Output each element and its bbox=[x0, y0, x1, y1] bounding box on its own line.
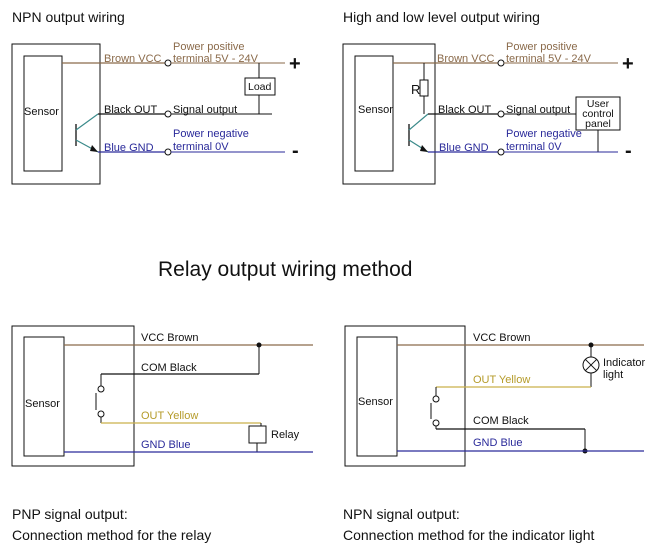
vcc-terminal bbox=[497, 59, 505, 67]
sensor-label: Sensor bbox=[358, 396, 393, 408]
signal-output-label: Signal output bbox=[506, 104, 570, 116]
lamp-cross-b bbox=[584, 358, 598, 372]
caption-npn-signal-output: NPN signal output: bbox=[343, 506, 460, 522]
panel-label-line1: User bbox=[587, 98, 610, 110]
sensor-housing bbox=[11, 325, 135, 467]
com-black-label: COM Black bbox=[473, 415, 529, 427]
out-yellow-label: OUT Yellow bbox=[141, 410, 198, 422]
black-out-label: Black OUT bbox=[438, 104, 491, 116]
load-box bbox=[244, 77, 276, 96]
gnd-blue-label: GND Blue bbox=[473, 437, 523, 449]
relay-label: Relay bbox=[271, 429, 300, 441]
emitter-arrow bbox=[420, 145, 428, 152]
brown-vcc-label: Brown VCC bbox=[104, 53, 162, 65]
caption-npn-indicator-method: Connection method for the indicator ligh… bbox=[343, 527, 594, 543]
gnd-terminal bbox=[164, 148, 172, 156]
out-terminal bbox=[497, 110, 505, 118]
high-low-wiring-diagram: Sensor Brown VCC Power positive terminal… bbox=[342, 41, 634, 185]
com-black-label: COM Black bbox=[141, 362, 197, 374]
black-out-label: Black OUT bbox=[104, 104, 157, 116]
emitter-arrow bbox=[90, 145, 98, 152]
plus-sign: + bbox=[289, 53, 301, 75]
npn-wiring-diagram: Sensor Brown VCC Power positive terminal… bbox=[11, 41, 301, 185]
relay-npn-diagram: Sensor VCC Brown Indicator light OUT Yel… bbox=[344, 325, 646, 467]
plus-sign: + bbox=[622, 53, 634, 75]
brown-vcc-label: Brown VCC bbox=[437, 53, 495, 65]
panel-label-line2: control bbox=[582, 108, 614, 120]
power-negative-voltage: terminal 0V bbox=[173, 141, 229, 153]
power-negative-voltage: terminal 0V bbox=[506, 141, 562, 153]
sensor-element bbox=[354, 55, 394, 172]
caption-npn-wiring: NPN output wiring bbox=[12, 9, 125, 25]
power-negative-label: Power negative bbox=[173, 128, 249, 140]
blue-gnd-label: Blue GND bbox=[439, 142, 489, 154]
caption-pnp-relay-method: Connection method for the relay bbox=[12, 527, 211, 543]
relay-box bbox=[248, 425, 267, 444]
switch-contact-bottom bbox=[97, 410, 105, 418]
indicator-label-line2: light bbox=[603, 369, 623, 381]
sensor-label: Sensor bbox=[25, 398, 60, 410]
blue-gnd-label: Blue GND bbox=[104, 142, 154, 154]
switch-contact-top bbox=[97, 385, 105, 393]
relay-pnp-diagram: Sensor VCC Brown COM Black OUT Yellow Re… bbox=[11, 325, 313, 467]
panel-label-line3: panel bbox=[585, 118, 611, 130]
vcc-terminal bbox=[164, 59, 172, 67]
power-positive-range: terminal 5V - 24V bbox=[506, 53, 592, 65]
vcc-brown-label: VCC Brown bbox=[141, 332, 198, 344]
out-yellow-label: OUT Yellow bbox=[473, 374, 530, 386]
resistor-body bbox=[419, 79, 429, 97]
sensor-label: Sensor bbox=[24, 106, 59, 118]
sensor-housing bbox=[344, 325, 466, 467]
sensor-label: Sensor bbox=[358, 104, 393, 116]
minus-sign: - bbox=[625, 140, 632, 162]
out-terminal bbox=[164, 110, 172, 118]
gnd-blue-label: GND Blue bbox=[141, 439, 191, 451]
power-negative-label: Power negative bbox=[506, 128, 582, 140]
power-positive-label: Power positive bbox=[173, 41, 245, 53]
switch-contact-bottom bbox=[432, 419, 440, 427]
caption-high-low-wiring: High and low level output wiring bbox=[343, 9, 540, 25]
vcc-brown-label: VCC Brown bbox=[473, 332, 530, 344]
sensor-element bbox=[23, 55, 63, 172]
indicator-label-line1: Indicator bbox=[603, 357, 646, 369]
junction-dot bbox=[256, 342, 262, 348]
transistor-collector bbox=[408, 113, 429, 131]
switch-contact-top bbox=[432, 395, 440, 403]
sensor-element bbox=[23, 336, 65, 457]
resistor-label: R bbox=[411, 82, 420, 97]
minus-sign: - bbox=[292, 140, 299, 162]
caption-pnp-signal-output: PNP signal output: bbox=[12, 506, 128, 522]
sensor-element bbox=[356, 336, 398, 457]
transistor-collector bbox=[75, 113, 99, 131]
load-label: Load bbox=[248, 81, 272, 93]
power-positive-label: Power positive bbox=[506, 41, 578, 53]
gnd-terminal bbox=[497, 148, 505, 156]
relay-section-title: Relay output wiring method bbox=[158, 258, 412, 281]
signal-output-label: Signal output bbox=[173, 104, 237, 116]
power-positive-range: terminal 5V - 24V bbox=[173, 53, 259, 65]
